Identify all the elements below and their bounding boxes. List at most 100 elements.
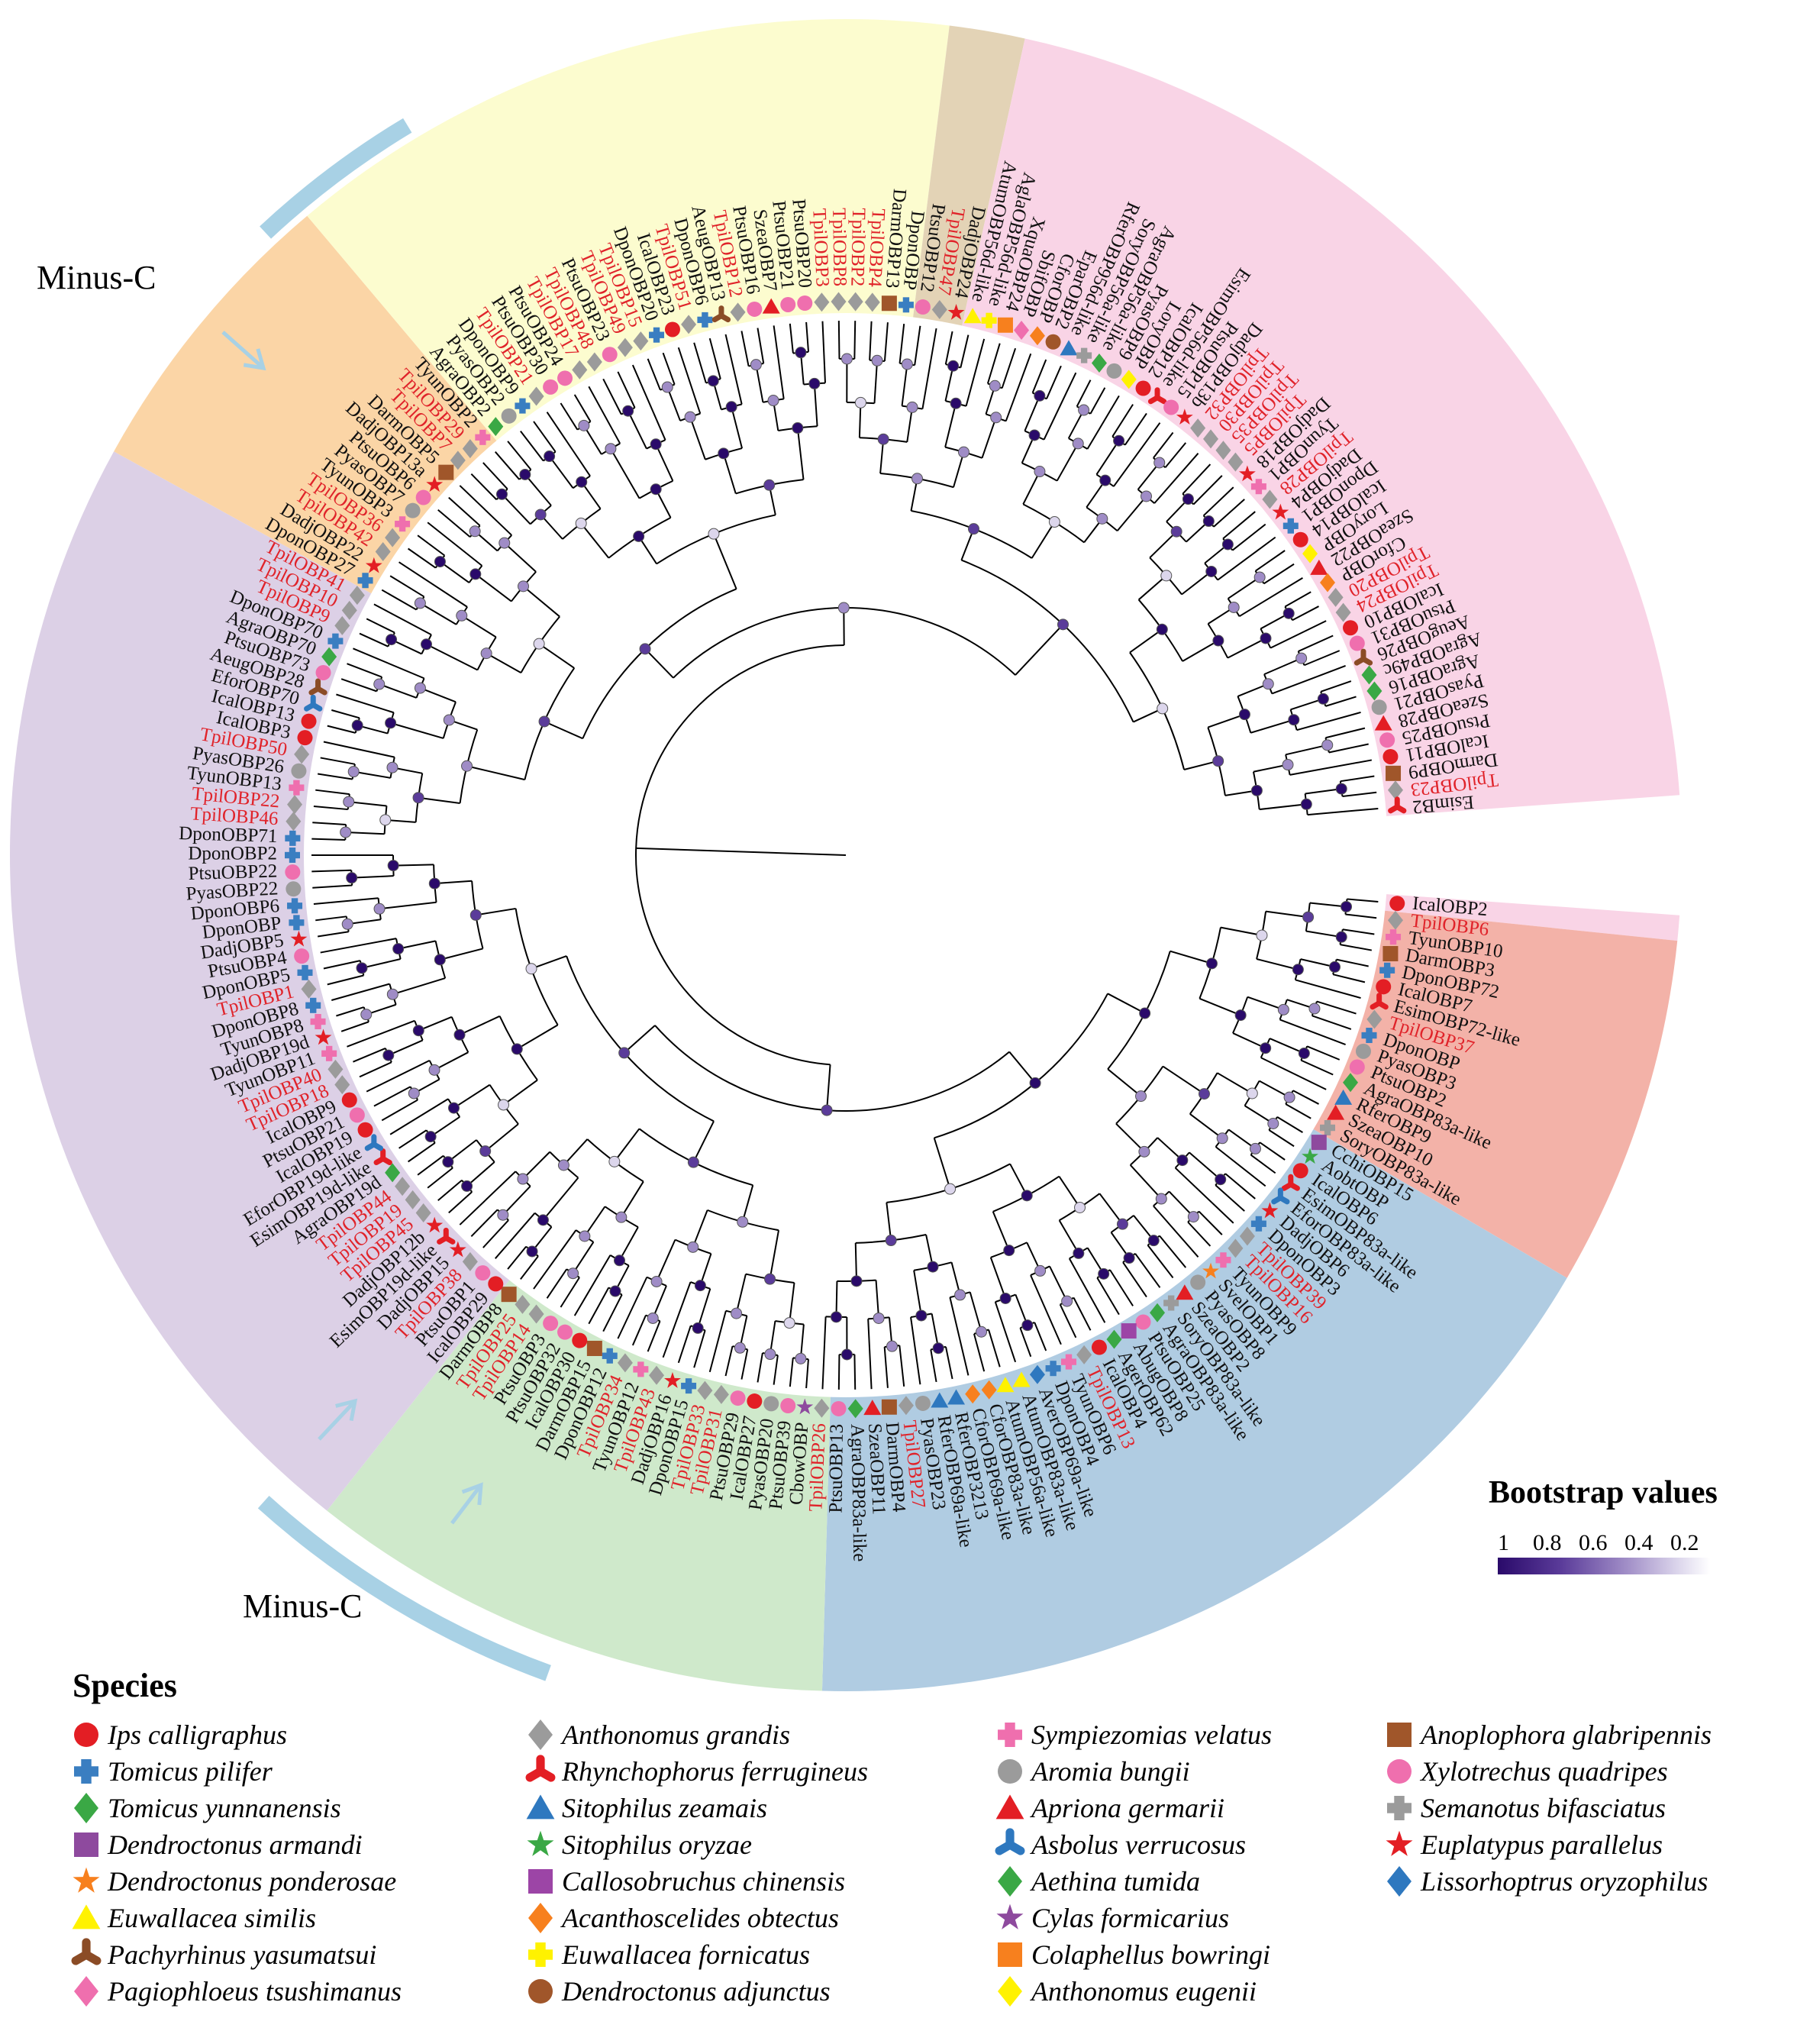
leaf-marker-diamond-icon [713,1384,729,1404]
branch-line [1086,395,1120,450]
leaf-marker-diamond-icon [1239,1226,1255,1246]
branch-line [910,1316,921,1385]
branch-line [453,1083,491,1109]
branch-line [899,324,905,363]
bootstrap-node [609,1285,621,1297]
leaf-marker-circle-icon [543,379,559,395]
branch-line [1220,926,1263,936]
bootstrap-node [498,1099,510,1111]
leaf-marker-diamond-icon [405,1190,421,1209]
branch-line [427,1167,453,1189]
bootstrap-tick-1: 1 [1498,1530,1509,1555]
leaf-marker-cross-icon [1250,479,1266,495]
branch-line [1153,453,1199,504]
branch-line [522,1151,550,1180]
branch-line [1015,624,1064,676]
branch-line [1285,744,1328,756]
branch-line [1001,347,1017,389]
bootstrap-node [684,411,696,423]
leaf-marker-circle-icon [405,502,421,518]
bootstrap-node [871,354,883,366]
branch-line [1089,387,1106,415]
leaf-marker-cross-icon [321,1045,337,1061]
legend-circle-icon [1387,1759,1412,1784]
bootstrap-node [1170,525,1182,538]
branch-line [713,533,737,589]
bootstrap-node [1155,1193,1167,1205]
bootstrap-node [469,568,482,580]
branch-line [1238,577,1303,618]
leaf-marker-diamond-icon [931,299,947,319]
branch-line [379,683,417,699]
branch-line [1345,913,1377,919]
bootstrap-node [576,476,588,488]
branch-line [359,1061,392,1078]
leaf-label: TpilOBP2 [847,208,869,286]
branch-line [837,321,840,360]
branch-line [986,343,1001,384]
bootstrap-node [386,634,398,646]
branch-line [430,1116,460,1138]
leaf-marker-triangle-icon [1060,340,1078,356]
branch-line [1019,1327,1032,1358]
branch-line [315,789,350,796]
bootstrap-node [1317,693,1329,705]
leaf-marker-cross-icon [1361,1028,1377,1044]
branch-line [572,1242,595,1274]
leaf-marker-circle-icon [664,321,680,337]
leaf-marker-diamond-icon [1320,573,1336,593]
branch-line [614,1128,640,1162]
branch-line [1164,442,1187,468]
bootstrap-node [408,1087,420,1099]
bootstrap-node [1267,1117,1279,1129]
branch-line [1109,1269,1134,1306]
branch-line [538,643,575,669]
branch-line [1031,359,1047,393]
branch-line [495,451,521,480]
leaf-marker-diamond-icon [1228,452,1244,472]
bootstrap-node [1123,1252,1135,1264]
bootstrap-node [387,860,399,872]
branch-line [1276,1116,1303,1133]
branch-line [1305,788,1342,795]
bootstrap-node [382,1049,395,1061]
branch-line [1153,431,1174,459]
bootstrap-node [1141,490,1153,502]
leaf-marker-cross-icon [633,1361,649,1377]
leaf-marker-diamond-icon [395,1177,411,1196]
bootstrap-node [341,918,353,930]
leaf-marker-circle-icon [543,1316,559,1332]
leaf-marker-circle-icon [357,1122,373,1138]
branch-line [1289,759,1373,776]
branch-line [1305,930,1342,938]
leaf-marker-diamond-icon [1076,1345,1092,1364]
branch-line [1284,591,1312,608]
branch-line [1306,1045,1341,1061]
bootstrap-node [764,1273,776,1285]
branch-line [1174,1167,1234,1224]
minus-c-arrows [221,331,483,1525]
bootstrap-node [1262,678,1274,690]
bootstrap-gradient-bar [1498,1558,1710,1574]
legend-species-name: Semanotus bifasciatus [1421,1793,1666,1823]
branch-line [1207,713,1245,728]
branch-line [1031,521,1056,559]
leaf-marker-circle-icon [1379,732,1395,748]
bootstrap-node [608,1155,621,1167]
branch-line [1183,760,1218,770]
legend-tri-spoke-icon [71,1938,102,1965]
bootstrap-node [456,609,468,622]
bootstrap-node [1057,618,1069,631]
branch-line [347,1019,415,1048]
leaf-marker-star-icon [796,1398,814,1415]
leaf-marker-circle-icon [1349,635,1365,651]
branch-line [1129,1164,1163,1200]
leaf-marker-diamond-icon [1302,544,1318,563]
bootstrap-node [412,1025,424,1037]
leaf-marker-circle-icon [797,295,813,311]
leaf-marker-cross-icon [1060,1354,1076,1370]
leaf-marker-cross-icon [1379,962,1395,978]
branch-line [315,915,347,922]
bootstrap-node [392,943,405,955]
bootstrap-node [421,638,433,651]
